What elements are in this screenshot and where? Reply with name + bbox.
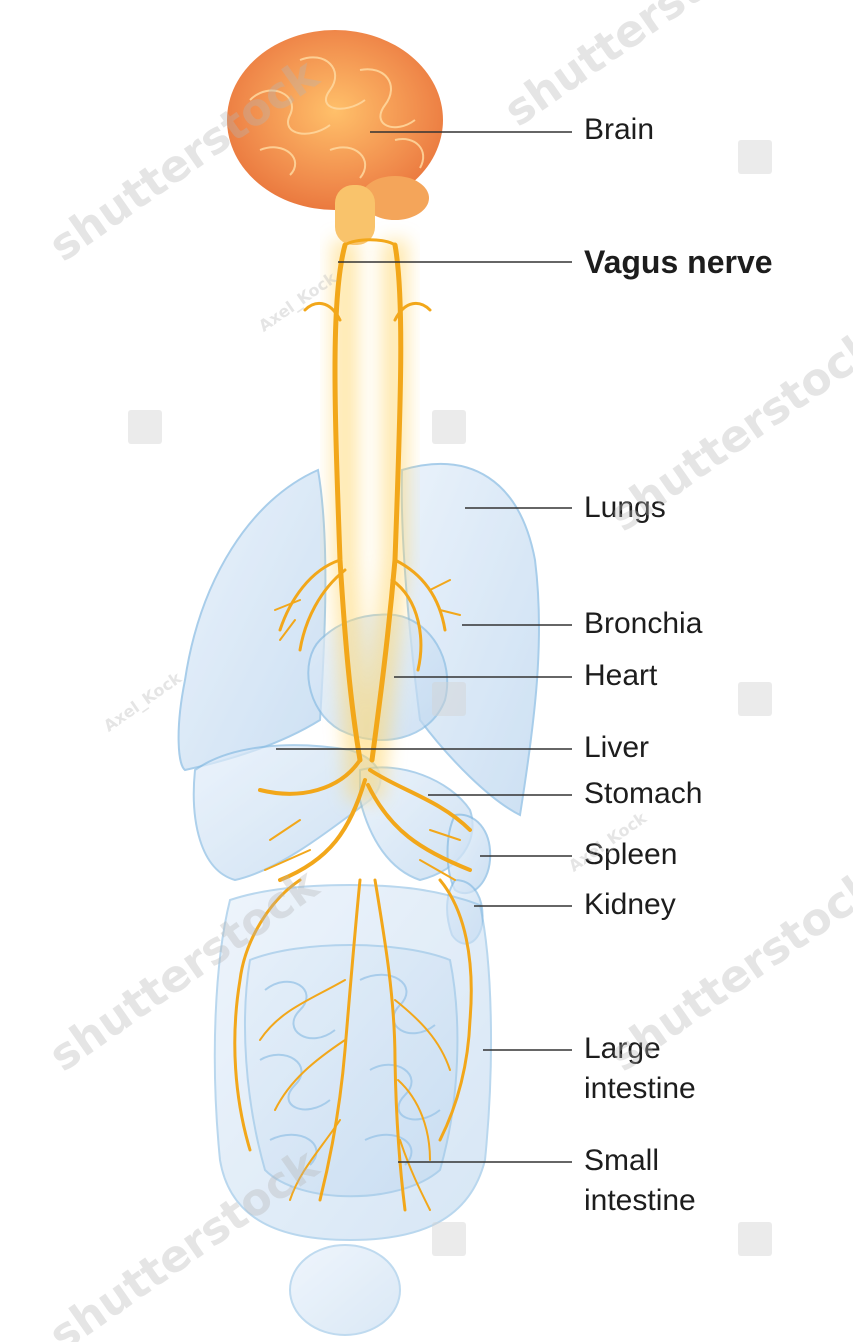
left-lung <box>179 470 326 770</box>
watermark-box <box>738 682 772 716</box>
label-brain: Brain <box>584 112 654 148</box>
watermark-box <box>738 1222 772 1256</box>
label-large-intestine-line1: Large <box>584 1031 661 1067</box>
label-small-intestine-line1: Small <box>584 1143 659 1179</box>
label-vagus-nerve: Vagus nerve <box>584 244 773 280</box>
brain <box>227 30 443 245</box>
watermark-box <box>738 140 772 174</box>
label-small-intestine-line2: intestine <box>584 1183 696 1219</box>
watermark-box <box>432 410 466 444</box>
bladder <box>290 1245 400 1335</box>
label-kidney: Kidney <box>584 887 676 923</box>
label-heart: Heart <box>584 658 657 694</box>
label-lungs: Lungs <box>584 490 666 526</box>
label-liver: Liver <box>584 730 649 766</box>
label-large-intestine-line2: intestine <box>584 1071 696 1107</box>
label-bronchia: Bronchia <box>584 606 702 642</box>
label-spleen: Spleen <box>584 837 677 873</box>
watermark-box <box>432 682 466 716</box>
watermark-box <box>128 410 162 444</box>
label-stomach: Stomach <box>584 776 702 812</box>
watermark-box <box>432 1222 466 1256</box>
